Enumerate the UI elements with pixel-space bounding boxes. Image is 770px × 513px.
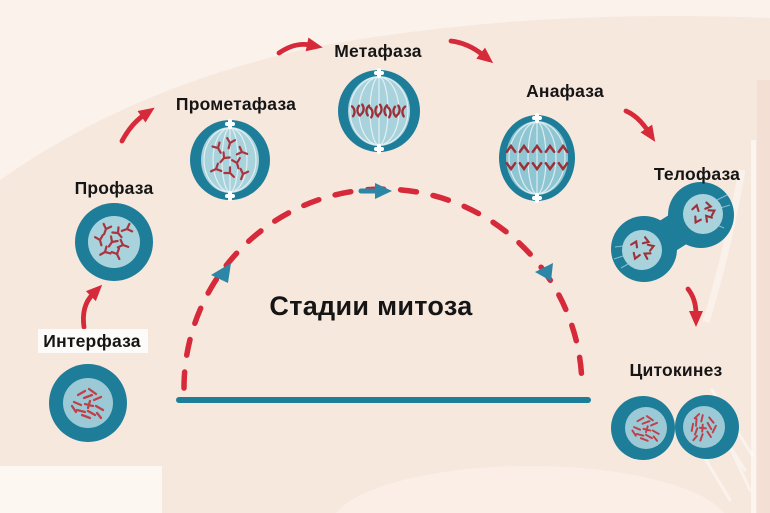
arrow-prophase-to-prometaphase bbox=[119, 107, 155, 144]
prometaphase-cell-illustration bbox=[190, 119, 270, 201]
cytokinesis-cells-illustration bbox=[611, 395, 739, 460]
background-band-right bbox=[757, 80, 770, 513]
telophase-cell-illustration bbox=[611, 182, 734, 282]
arc-triangle-right-icon bbox=[535, 263, 553, 281]
stage-label-metaphase: Метафаза bbox=[334, 41, 422, 61]
metaphase-cell-illustration bbox=[338, 68, 420, 154]
arrow-anaphase-to-telophase bbox=[623, 108, 656, 142]
stage-label-prometaphase: Прометафаза bbox=[176, 94, 296, 114]
background-brush-wash-top bbox=[0, 0, 770, 180]
stage-label-telophase: Телофаза bbox=[654, 164, 740, 184]
stage-label-anaphase: Анафаза bbox=[526, 81, 604, 101]
stage-prophase: Профаза bbox=[75, 178, 154, 281]
background-brush-wash-bottom-left bbox=[0, 466, 162, 513]
stage-metaphase: Метафаза bbox=[334, 41, 422, 154]
background-streak-right bbox=[751, 140, 756, 513]
diagram-title: Стадии митоза bbox=[269, 291, 473, 321]
arrow-telophase-to-cytokinesis bbox=[685, 286, 703, 327]
stage-telophase: Телофаза bbox=[611, 164, 740, 282]
stage-prometaphase: Прометафаза bbox=[176, 94, 296, 201]
arrow-interphase-to-prophase bbox=[81, 284, 103, 330]
stage-cytokinesis: Цитокинез bbox=[611, 360, 739, 460]
anaphase-cell-illustration bbox=[499, 113, 575, 203]
prophase-cell-illustration bbox=[75, 203, 153, 281]
arc-triangle-left-icon bbox=[211, 263, 231, 283]
arc-arrow-top-icon bbox=[358, 183, 392, 199]
interphase-cell-illustration bbox=[49, 364, 127, 442]
arrow-prometaphase-to-metaphase bbox=[276, 37, 323, 56]
arrow-metaphase-to-anaphase bbox=[448, 38, 494, 64]
stage-interphase: Интерфаза bbox=[38, 329, 148, 442]
background-brush-wash-bottom bbox=[336, 466, 724, 513]
stage-label-cytokinesis: Цитокинез bbox=[630, 360, 723, 380]
stage-label-prophase: Профаза bbox=[75, 178, 154, 198]
stage-anaphase: Анафаза bbox=[499, 81, 604, 203]
background-streak-telophase bbox=[702, 169, 746, 324]
stage-label-interphase: Интерфаза bbox=[43, 331, 140, 351]
interphase-label-background bbox=[38, 329, 148, 353]
